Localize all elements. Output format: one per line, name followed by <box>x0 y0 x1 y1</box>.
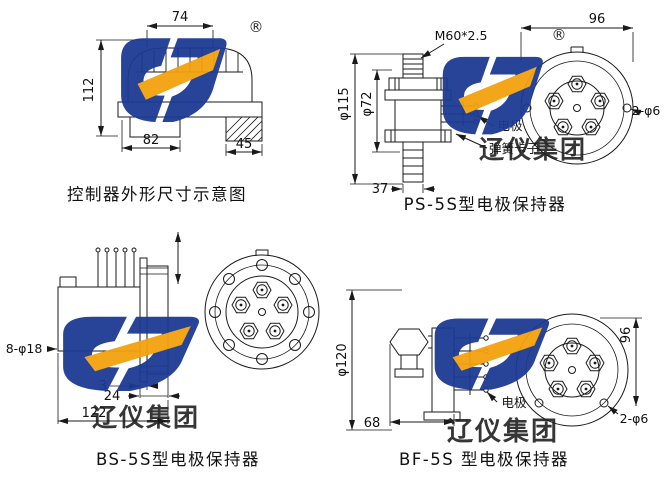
bs5s-electrode-pins <box>97 252 135 287</box>
ps5s-37-extlines <box>402 184 424 193</box>
ps5s-dim-holes: 2-φ6 <box>632 103 661 118</box>
ps5s-center-hole <box>573 104 581 112</box>
controller-title: 控制器外形尺寸示意图 <box>67 185 247 204</box>
bs5s-drawing <box>47 232 320 424</box>
bf5s-68-extlines <box>389 344 455 426</box>
brand-watermark-text: 辽仪集团 <box>447 416 559 447</box>
ps5s-dim-flange: 96 <box>589 12 606 27</box>
bs5s-center-hole <box>258 308 266 316</box>
ps5s-mid-circle <box>529 60 625 156</box>
ps5s-inner-circle <box>549 80 605 136</box>
bf5s-d120-extlines <box>346 289 402 431</box>
brand-logo <box>442 56 543 135</box>
ps5s-dim-d115: φ115 <box>337 87 352 120</box>
bf5s-dim-d120: φ120 <box>335 343 350 376</box>
bs5s-electrode-nut <box>231 296 251 314</box>
bf5s-inner-circle <box>544 342 600 398</box>
ps5s-dim-d72: φ72 <box>360 91 375 116</box>
ps5s-top-tab <box>570 46 584 53</box>
bf5s-hole-left <box>534 398 544 408</box>
controller-dim-knob-width: 45 <box>236 137 253 152</box>
bs5s-inner-circle <box>225 275 299 349</box>
bs5s-electrode-nut <box>273 296 293 314</box>
bs5s-dim-length: 122 <box>82 406 107 421</box>
bf5s-electrode-nut <box>539 354 559 372</box>
ps5s-electrode-nut <box>567 75 587 93</box>
bf5s-stem <box>400 355 418 370</box>
bs5s-outer-circle <box>204 254 320 370</box>
bf5s-electrode-nut <box>585 354 605 372</box>
brand-logo <box>63 316 200 391</box>
ps5s-bottom-stud <box>402 142 424 183</box>
controller-dim-base-width: 82 <box>143 133 160 148</box>
ps5s-body <box>394 99 442 131</box>
registered-mark: ® <box>249 18 264 36</box>
bs5s-bolt-circle <box>214 264 310 360</box>
ps5s-title: PS-5S型电极保持器 <box>404 195 567 214</box>
bf5s-title: BF-5S 型电极保持器 <box>399 450 569 469</box>
bf5s-washer <box>394 368 424 378</box>
bs5s-electrode-nut <box>239 322 259 340</box>
bf5s-foot <box>423 411 461 421</box>
ps5s-plate-bottom <box>384 129 452 143</box>
bs5s-dim-bolt-holes: 8-φ18 <box>6 341 43 356</box>
bs5s-flange-hole-marks <box>140 267 168 373</box>
ps5s-electrode-nut <box>590 92 610 110</box>
bs5s-electrode-nut <box>265 322 285 340</box>
controller-dim-height: 112 <box>82 78 97 103</box>
ps5s-dim-thread: M60*2.5 <box>435 28 488 43</box>
controller-drawing <box>96 23 263 156</box>
bf5s-hole-right <box>599 398 609 408</box>
bf5s-center-hole <box>568 366 576 374</box>
ps5s-thread-stud <box>402 53 424 78</box>
controller-lower-box <box>129 117 181 138</box>
bf5s-hex-nut <box>389 328 429 356</box>
bs5s-title: BS-5S型电极保持器 <box>96 450 260 469</box>
ps5s-2d6-leader <box>630 108 642 116</box>
bf5s-dim-height: 96 <box>619 327 634 344</box>
ps5s-plate2 <box>384 89 452 101</box>
bf5s-dim-holes: 2-φ6 <box>620 411 649 426</box>
bf5s-label-electrode: 电极 <box>501 395 527 410</box>
bf5s-electrode-leader <box>486 391 498 403</box>
ps5s-d72-extlines <box>372 69 400 153</box>
controller-dim-top-width: 74 <box>172 10 189 25</box>
bs5s-122-extlines <box>57 353 169 424</box>
bf5s-electrode-nut <box>562 337 582 355</box>
brand-watermark-text: 辽仪集团 <box>479 135 587 164</box>
ps5s-flange-top <box>388 77 448 91</box>
ps5s-electrode-nut <box>581 118 601 136</box>
ps5s-side-hole-right <box>622 103 632 113</box>
ps5s-springclip-leader <box>455 133 488 149</box>
controller-knob-hatch <box>225 116 263 142</box>
bs5s-dim-hub: 24 <box>104 389 121 404</box>
ps5s-electrode-nut <box>544 92 564 110</box>
ps5s-electrode-nut <box>553 118 573 136</box>
brand-logo <box>121 38 227 123</box>
bs5s-electrode-nut <box>252 281 272 299</box>
bf5s-electrode-nut <box>576 380 596 398</box>
bf5s-2d6-leader <box>607 405 619 415</box>
brand-watermark-text: 辽仪集团 <box>92 403 200 432</box>
bf5s-drawing <box>346 289 642 431</box>
bs5s-top-box <box>59 276 77 287</box>
watermarks: ® ® 辽仪集团 辽仪集团 辽仪集团 <box>63 18 587 447</box>
brand-logo <box>434 318 550 390</box>
bs5s-top-tab <box>255 249 269 256</box>
ps5s-thread-leader <box>420 43 445 59</box>
ps5s-d115-extlines <box>350 53 403 185</box>
ps5s-dim-bottom: 37 <box>372 182 389 197</box>
registered-mark: ® <box>552 26 567 44</box>
bf5s-hex-connect <box>428 335 432 349</box>
bf5s-electrode-nut <box>548 380 568 398</box>
bf5s-dim-width: 68 <box>364 416 381 431</box>
ps5s-label-spring-clip: 弹簧卡子 <box>489 141 539 156</box>
